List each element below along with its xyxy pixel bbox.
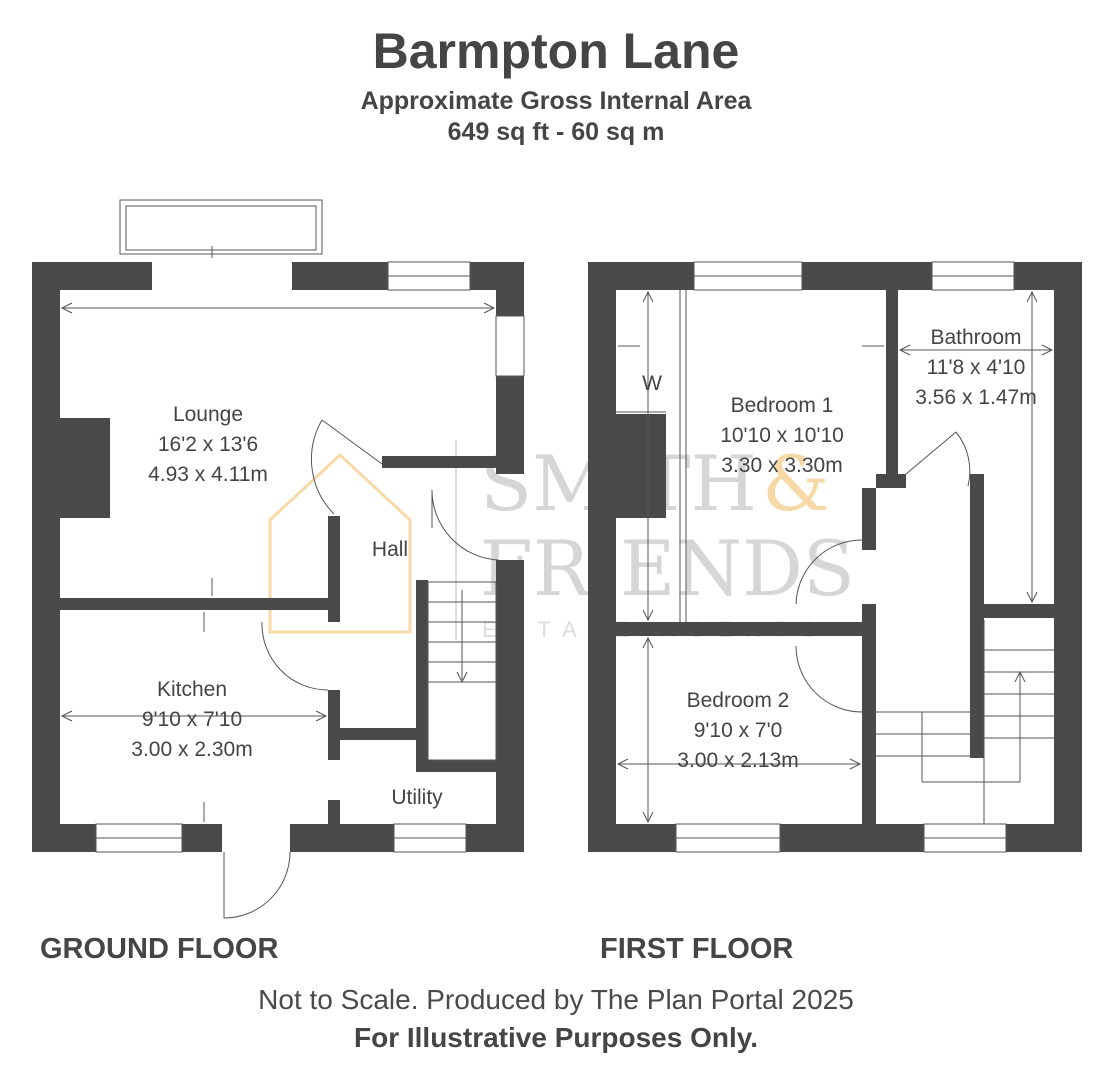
bay-opening — [152, 262, 292, 290]
bay-window-inner — [125, 205, 317, 251]
first-floor-label: FIRST FLOOR — [600, 933, 794, 965]
wall — [588, 824, 1082, 852]
wall — [588, 262, 616, 852]
chimney-breast — [616, 414, 666, 518]
wall — [328, 690, 340, 760]
room-name: Hall — [372, 538, 408, 561]
room-size-imperial: 9'10 x 7'10 — [142, 708, 242, 731]
wall — [876, 474, 906, 488]
house-logo-icon — [268, 452, 412, 634]
door-opening — [222, 824, 290, 852]
room-name: Lounge — [173, 403, 243, 426]
wall — [416, 580, 428, 760]
plan-title: Barmpton Lane — [372, 23, 740, 79]
wall — [382, 456, 498, 468]
room-size-imperial: 9'10 x 7'0 — [694, 719, 783, 742]
staircase — [427, 581, 497, 761]
wall — [328, 800, 340, 824]
room-name: Bedroom 1 — [731, 394, 834, 417]
wall — [328, 728, 418, 740]
ground-floor-plan: Lounge 16'2 x 13'6 4.93 x 4.11m Hall Kit… — [32, 199, 525, 919]
wall — [328, 516, 340, 622]
staircase — [876, 620, 1054, 824]
watermark-amp: & — [762, 439, 830, 528]
wall — [970, 474, 984, 758]
room-size-metric: 3.00 x 2.13m — [677, 749, 798, 772]
wall — [32, 262, 60, 852]
ground-floor-label: GROUND FLOOR — [40, 933, 279, 965]
wall — [984, 604, 1054, 618]
wall — [862, 604, 876, 824]
room-size-metric: 3.56 x 1.47m — [915, 386, 1036, 409]
room-size-imperial: 11'8 x 4'10 — [927, 356, 1026, 379]
area-value: 649 sq ft - 60 sq m — [447, 118, 665, 146]
wall — [60, 598, 328, 610]
wall — [862, 488, 876, 550]
wall — [416, 760, 496, 772]
first-floor-plan: W Bedroom 1 10'10 x 10'10 3.30 x 3.30m B… — [588, 261, 1082, 853]
lounge-door — [321, 419, 383, 465]
wall — [616, 622, 864, 636]
area-caption: Approximate Gross Internal Area — [360, 87, 752, 115]
disclaimer: For Illustrative Purposes Only. — [353, 1022, 759, 1053]
room-size-metric: 3.30 x 3.30m — [721, 454, 842, 477]
room-name: Kitchen — [157, 678, 227, 701]
dimension-arrows — [616, 290, 1054, 824]
scale-note: Not to Scale. Produced by The Plan Porta… — [258, 984, 854, 1015]
wall — [1054, 262, 1082, 852]
bathroom-door — [905, 431, 957, 475]
room-name: Bathroom — [930, 326, 1021, 349]
room-size-metric: 3.00 x 2.30m — [131, 738, 252, 761]
watermark-line2: FRIENDS — [480, 524, 855, 613]
room-size-metric: 4.93 x 4.11m — [148, 463, 268, 486]
room-size-imperial: 16'2 x 13'6 — [158, 433, 258, 456]
room-name: Utility — [391, 786, 443, 809]
room-size-imperial: 10'10 x 10'10 — [720, 424, 844, 447]
chimney-breast — [60, 418, 110, 518]
wall — [886, 290, 898, 474]
room-name: W — [642, 372, 662, 395]
wall — [496, 560, 524, 852]
window — [495, 315, 525, 377]
dimension-arrows — [60, 246, 496, 822]
room-name: Bedroom 2 — [687, 689, 790, 712]
